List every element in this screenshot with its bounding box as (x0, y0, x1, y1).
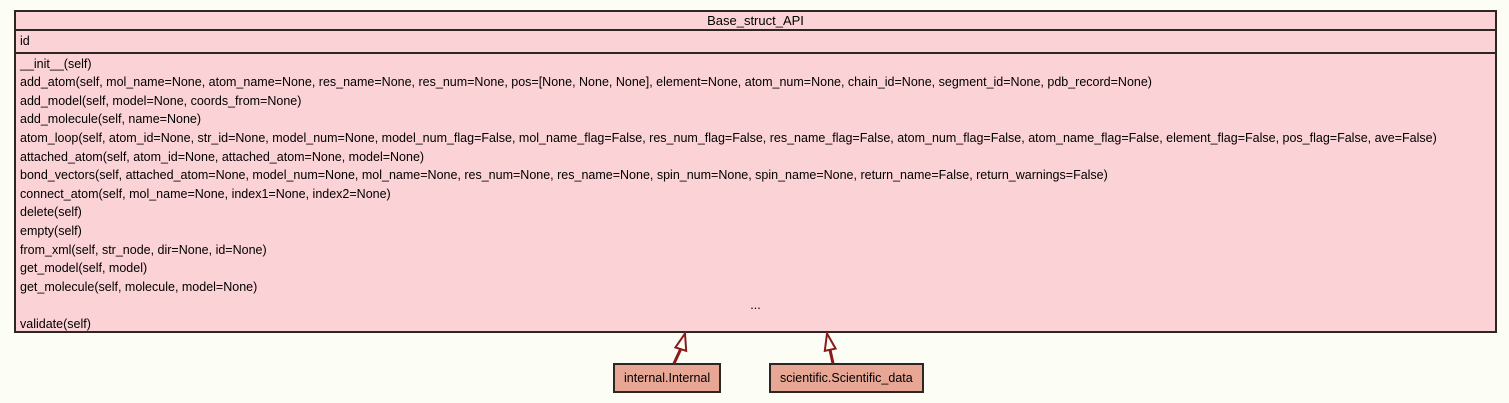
method-row: empty(self) (20, 223, 82, 238)
method-row: add_model(self, model=None, coords_from=… (20, 93, 302, 108)
method-row: connect_atom(self, mol_name=None, index1… (20, 186, 391, 201)
method-row: attached_atom(self, atom_id=None, attach… (20, 149, 425, 164)
inheritance-arrow-scientific (823, 330, 838, 364)
subclass-label-internal: internal.Internal (624, 371, 711, 385)
class-title: Base_struct_API (16, 12, 1495, 31)
method-row: from_xml(self, str_node, dir=None, id=No… (20, 242, 267, 257)
method-row: atom_loop(self, atom_id=None, str_id=Non… (20, 130, 1437, 145)
method-row-ellipsis: ... (750, 298, 761, 313)
attributes-compartment: id (16, 31, 1495, 54)
method-row: delete(self) (20, 205, 82, 220)
method-row: add_molecule(self, name=None) (20, 112, 202, 127)
inheritance-arrow-internal (672, 330, 688, 365)
class-box-scientific: scientific.Scientific_data (769, 363, 924, 393)
subclass-label-scientific: scientific.Scientific_data (780, 371, 913, 385)
methods-compartment: __init__(self) add_atom(self, mol_name=No… (16, 54, 1495, 331)
method-row: add_atom(self, mol_name=None, atom_name=… (20, 75, 1152, 90)
class-box-base-struct-api: Base_struct_API id __init__(self) add_ato… (14, 10, 1497, 333)
method-row: validate(self) (20, 316, 91, 331)
method-row: get_molecule(self, molecule, model=None) (20, 279, 258, 294)
method-row: get_model(self, model) (20, 261, 148, 276)
class-box-internal: internal.Internal (613, 363, 722, 393)
method-row: bond_vectors(self, attached_atom=None, m… (20, 168, 1108, 183)
attribute-row: id (20, 34, 30, 48)
method-row: __init__(self) (20, 56, 92, 71)
